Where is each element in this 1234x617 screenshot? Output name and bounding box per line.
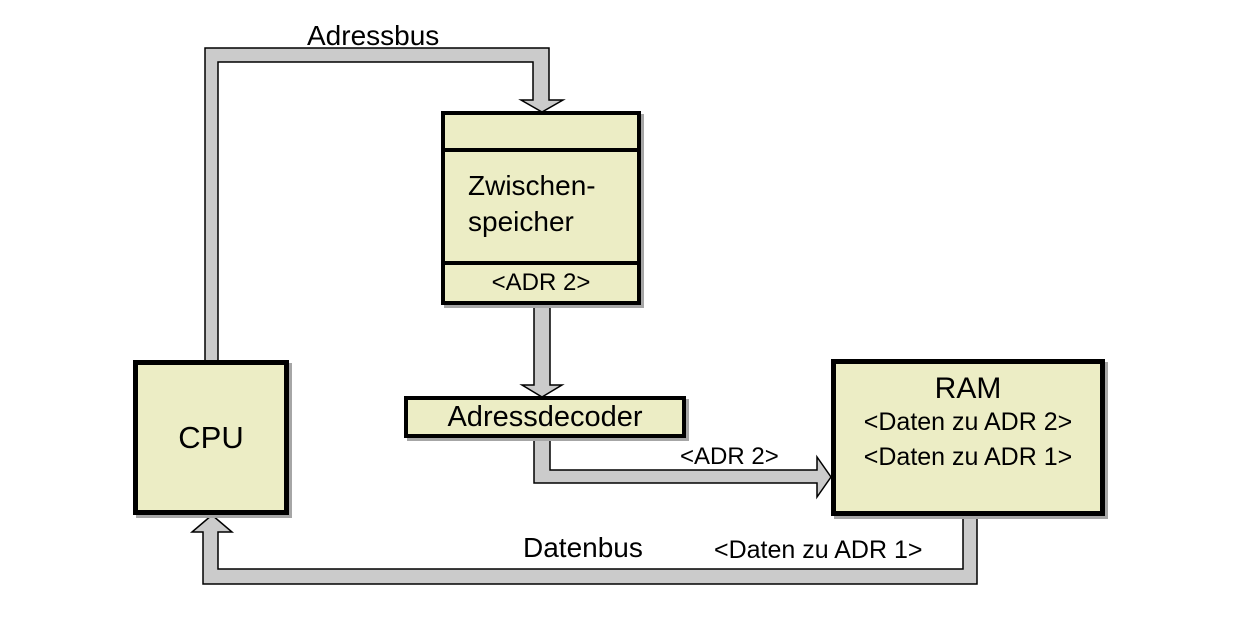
zwischenspeicher-name-line1: Zwischen- — [468, 170, 596, 201]
adressdecoder-label: Adressdecoder — [447, 400, 643, 433]
cpu-box: CPU — [133, 360, 289, 515]
ram-title: RAM — [934, 372, 1002, 405]
datenbus-label: Datenbus — [523, 532, 643, 563]
zwischenspeicher-name-line2: speicher — [468, 206, 574, 237]
datenbus-line — [189, 512, 978, 585]
zwischenspeicher-value: <ADR 2> — [491, 269, 591, 296]
adressbus-line — [204, 47, 566, 366]
daten-zu-adr1-bus-label: <Daten zu ADR 1> — [714, 536, 923, 564]
ram-box: RAM <Daten zu ADR 2> <Daten zu ADR 1> — [831, 359, 1105, 516]
adressbus-label: Adressbus — [307, 20, 440, 51]
zwischenspeicher-box: Zwischen- speicher <ADR 2> — [441, 111, 641, 305]
buffer-to-decoder-arrow — [519, 302, 565, 398]
zwischenspeicher-empty-slot — [445, 115, 637, 152]
cpu-label: CPU — [178, 419, 244, 455]
ram-row-adr2: <Daten zu ADR 2> — [863, 408, 1073, 436]
adr2-bus-label: <ADR 2> — [680, 443, 779, 470]
zwischenspeicher-name: Zwischen- speicher — [445, 152, 637, 265]
zwischenspeicher-value-slot: <ADR 2> — [445, 265, 637, 301]
adressdecoder-box: Adressdecoder — [404, 396, 686, 438]
ram-row-adr1: <Daten zu ADR 1> — [863, 443, 1073, 471]
decoder-to-ram-bus — [533, 435, 832, 500]
